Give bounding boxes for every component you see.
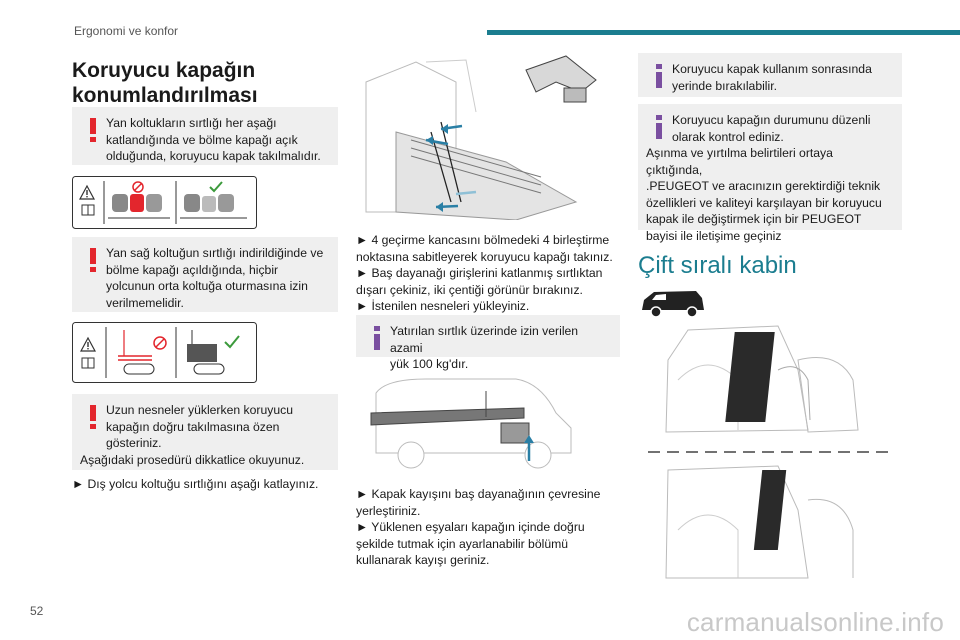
info-note-check-condition: Koruyucu kapağın durumunu düzenli olarak… xyxy=(638,104,902,243)
up-arrow-icon xyxy=(524,435,534,461)
step-line: ► 4 geçirme kancasını bölmedeki 4 birleş… xyxy=(356,233,610,247)
step-line: ► Yüklenen eşyaları kapağın içinde doğru xyxy=(356,520,585,534)
page-number: 52 xyxy=(30,604,44,618)
seat-diagram-figure-2 xyxy=(72,322,257,383)
exclamation-icon xyxy=(90,405,96,429)
warning-triangle-icon xyxy=(79,336,97,352)
info-3-line: Aşınma ve yırtılma belirtileri ortaya çı… xyxy=(646,146,833,177)
manual-book-icon xyxy=(81,357,95,369)
title-line-1: Koruyucu kapağın xyxy=(72,59,256,82)
seats-allowed xyxy=(180,181,247,219)
allowed-side xyxy=(187,330,240,375)
step-line: dışarı çekiniz, iki çentiği görünür bıra… xyxy=(356,282,583,297)
info-3-line: .PEUGEOT ve aracınızın gerektirdiği tekn… xyxy=(646,179,881,193)
warning-1-first: Yan koltukların sırtlığı her aşağı xyxy=(106,116,277,130)
warning-2-rest: bölme kapağı açıldığında, hiçbir yolcunu… xyxy=(106,262,308,310)
warning-triangle-icon xyxy=(78,184,96,200)
step-fold-backrest: ► Dış yolcu koltuğu sırtlığını aşağı kat… xyxy=(72,477,319,491)
info-icon xyxy=(656,115,662,139)
info-1-first: Yatırılan sırtlık üzerinde izin verilen … xyxy=(390,324,579,355)
info-2-first: Koruyucu kapak kullanım sonrasında xyxy=(672,62,872,76)
title-line-2: konumlandırılması xyxy=(72,84,258,107)
header-accent-bar xyxy=(487,30,960,35)
forbidden-side xyxy=(118,330,167,375)
arrow-icons xyxy=(425,124,477,212)
step-line: şekilde tutmak için ayarlanabilir bölümü xyxy=(356,536,569,551)
van-silhouette-icon xyxy=(642,291,704,318)
info-note-max-load: Yatırılan sırtlık üzerinde izin verilen … xyxy=(356,315,620,371)
manual-book-icon xyxy=(81,204,95,216)
cab-top-view xyxy=(665,325,859,433)
cargo-strap-figure xyxy=(370,378,572,469)
cab-side-view xyxy=(665,465,854,579)
info-3-line: olarak kontrol ediniz. xyxy=(672,129,784,144)
info-icon xyxy=(374,326,380,350)
step-line: noktasına sabitleyerek koruyucu kapağı t… xyxy=(356,249,613,264)
warning-note-3: Uzun nesneler yüklerken koruyucu kapağın… xyxy=(72,394,338,470)
step-line: ► İstenilen nesneleri yükleyiniz. xyxy=(356,299,530,313)
info-3-line: kapak ile değiştirmek için bir PEUGEOT xyxy=(646,212,862,226)
warning-note-2: Yan sağ koltuğun sırtlığı indirildiğinde… xyxy=(72,237,338,312)
exclamation-icon xyxy=(90,248,96,272)
info-1-rest: yük 100 kg'dır. xyxy=(390,357,469,371)
running-header: Ergonomi ve konfor xyxy=(74,24,179,38)
warning-note-1: Yan koltukların sırtlığı her aşağı katla… xyxy=(72,107,338,165)
info-note-leave-in-place: Koruyucu kapak kullanım sonrasında yerin… xyxy=(638,53,902,97)
step-line: ► Kapak kayışını baş dayanağının çevresi… xyxy=(356,487,601,501)
warning-3-first: Uzun nesneler yüklerken koruyucu xyxy=(106,403,293,417)
warning-2-first: Yan sağ koltuğun sırtlığı indirildiğinde… xyxy=(106,246,324,260)
double-cab-interior-figure xyxy=(648,325,894,579)
steps-install-cover: ► 4 geçirme kancasını bölmedeki 4 birleş… xyxy=(356,232,620,315)
seats-forbidden xyxy=(108,181,170,219)
steps-strap: ► Kapak kayışını baş dayanağının çevresi… xyxy=(356,486,620,569)
warning-3-line2: Aşağıdaki prosedürü dikkatlice okuyunuz. xyxy=(80,452,305,467)
seat-belt-clip-detail xyxy=(525,55,597,103)
info-icon xyxy=(656,64,662,88)
step-line: yerleştiriniz. xyxy=(356,503,421,518)
cargo-cover-install-figure xyxy=(365,55,597,220)
info-3-line: özellikleri ve kaliteyi karşılayan bir k… xyxy=(646,195,882,210)
section-title-double-cab: Çift sıralı kabin xyxy=(638,252,797,279)
step-line: kullanarak kayışı geriniz. xyxy=(356,553,490,567)
seat-diagram-figure-1 xyxy=(72,176,257,229)
info-3-line: bayisi ile iletişime geçiniz xyxy=(646,228,782,243)
warning-3-rest: kapağın doğru takılmasına özen gösterini… xyxy=(106,419,280,451)
info-2-rest: yerinde bırakılabilir. xyxy=(672,78,777,93)
step-line: ► Baş dayanağı girişlerini katlanmış sır… xyxy=(356,266,603,280)
exclamation-icon xyxy=(90,118,96,142)
info-3-first: Koruyucu kapağın durumunu düzenli xyxy=(672,113,871,127)
warning-1-rest: katlandığında ve bölme kapağı açık olduğ… xyxy=(106,132,321,164)
watermark: carmanualsonline.info xyxy=(686,607,944,637)
section-title: Koruyucu kapağın konumlandırılması xyxy=(72,58,258,108)
